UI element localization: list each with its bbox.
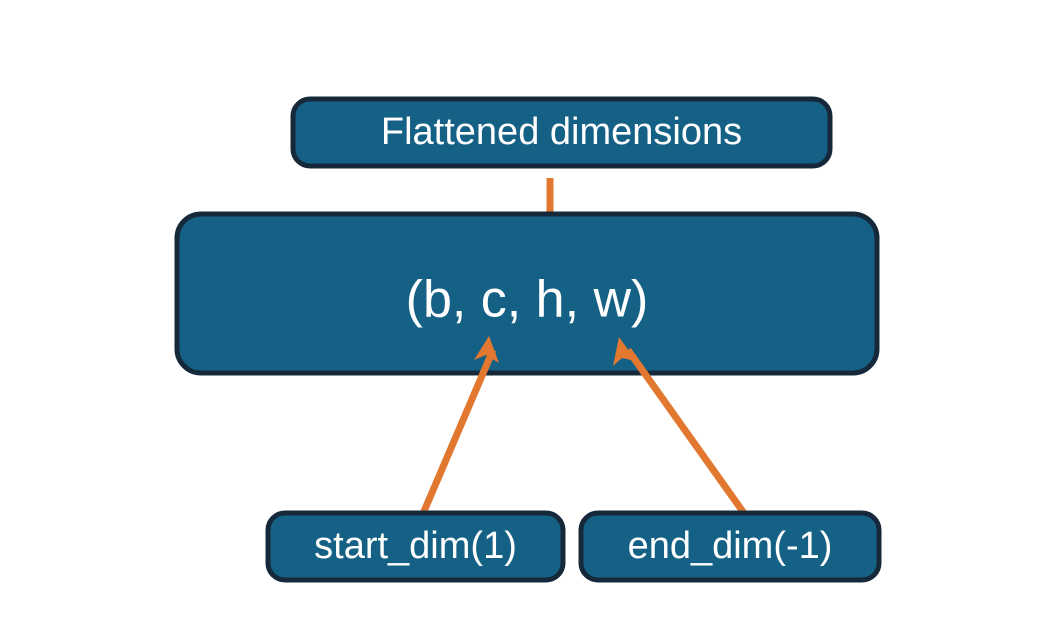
start-dim-label: start_dim(1) xyxy=(314,525,517,567)
start-dim-arrow-line xyxy=(418,348,497,518)
end-dim-arrow-head-icon xyxy=(613,337,636,366)
flattened-dimensions-box[interactable] xyxy=(290,96,833,169)
node-flattened-dimensions[interactable]: Flattened dimensions xyxy=(290,96,833,169)
node-start-dim[interactable]: start_dim(1) xyxy=(265,510,566,583)
start-dim-box[interactable] xyxy=(265,510,566,583)
node-end-dim[interactable]: end_dim(-1) xyxy=(578,510,882,583)
flattened-dimensions-label: Flattened dimensions xyxy=(381,111,742,153)
end-dim-box[interactable] xyxy=(578,510,882,583)
shape-tuple-label: (b, c, h, w) xyxy=(406,271,649,329)
start-dim-arrow xyxy=(418,336,499,518)
start-dim-arrow-head-icon xyxy=(474,336,499,363)
end-dim-arrow-line xyxy=(625,347,749,519)
shape-tuple-box[interactable] xyxy=(174,211,880,376)
end-dim-arrow xyxy=(613,337,749,519)
node-shape-tuple[interactable]: (b, c, h, w) xyxy=(174,211,880,376)
end-dim-label: end_dim(-1) xyxy=(628,525,833,567)
